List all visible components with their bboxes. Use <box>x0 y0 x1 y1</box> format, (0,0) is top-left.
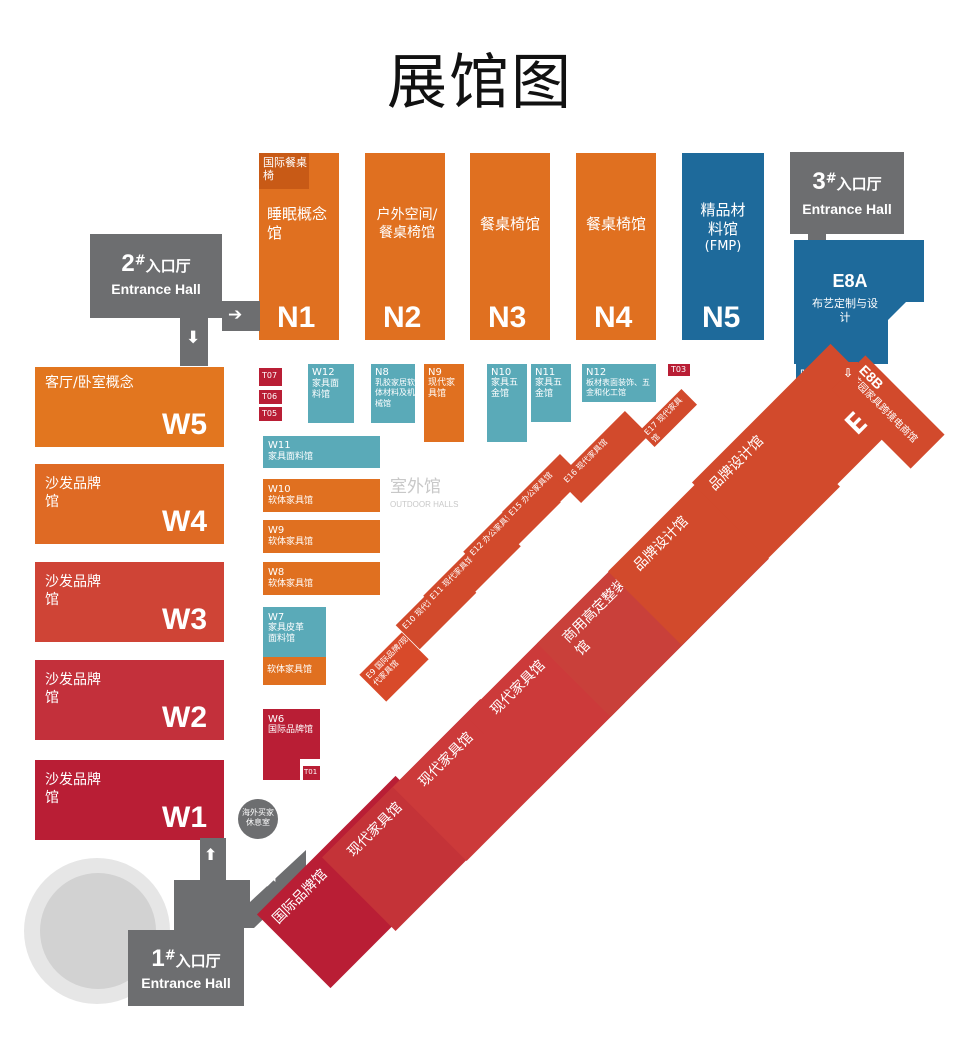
w2-code: W2 <box>162 701 207 734</box>
hall-n10[interactable]: N10 家具五金馆 <box>487 364 527 442</box>
hall-w3[interactable]: 沙发品牌馆 W3 <box>35 562 224 642</box>
n1-tag: 国际餐桌椅 <box>263 156 307 183</box>
hall-w5[interactable]: 客厅/卧室概念 W5 <box>35 367 224 447</box>
arrow-down-icon: ⬇ <box>186 328 201 348</box>
hall-w6[interactable]: W6 国际品牌馆 T01 <box>263 709 320 780</box>
n1-tag-box <box>259 153 309 189</box>
n3-code: N3 <box>488 301 527 334</box>
n1-code: N1 <box>277 301 316 334</box>
hall-n4[interactable]: 餐桌椅馆 N4 <box>576 153 656 340</box>
entrance-1-sup: # <box>164 948 176 964</box>
w2-name: 沙发品牌馆 <box>45 672 101 706</box>
hall-n5[interactable]: 精品材料馆 (FMP) N5 <box>682 153 764 340</box>
entrance-2-stem <box>180 318 208 366</box>
hall-w10[interactable]: W10 软体家具馆 <box>263 479 380 512</box>
arrow-upright-icon: ⬈ <box>262 870 278 891</box>
n2-code: N2 <box>383 301 422 334</box>
w3-name: 沙发品牌馆 <box>45 574 101 608</box>
w4-name: 沙发品牌馆 <box>45 476 101 510</box>
page-title: 展馆图 <box>387 48 573 118</box>
hall-n8[interactable]: N8 乳胶家居软体材料及机械馆 <box>371 364 415 423</box>
entrance-3-en: Entrance Hall <box>802 201 892 217</box>
hall-w12[interactable]: W12 家具面料馆 <box>308 364 354 423</box>
n4-name: 餐桌椅馆 <box>585 215 646 233</box>
n5-sub: (FMP) <box>704 239 742 254</box>
e8a-code: E8A <box>832 271 868 291</box>
entrance-2-connector <box>222 301 260 331</box>
booth-t05[interactable]: T05 <box>259 407 282 421</box>
booth-t07[interactable]: T07 <box>259 368 282 386</box>
arrow-right-icon: ➔ <box>228 305 243 325</box>
n5-code: N5 <box>702 301 741 334</box>
entrance-3-hall[interactable] <box>790 152 904 234</box>
w3-code: W3 <box>162 603 207 636</box>
hall-e16[interactable]: E16 现代家具馆 <box>557 411 649 503</box>
arrow-down-icon: ⇩ <box>843 366 854 380</box>
entrance-1-cn: 入口厅 <box>175 952 221 970</box>
outdoor-label-cn: 室外馆 <box>390 477 441 497</box>
e8b-connector <box>842 362 858 390</box>
entrance-2-num: 2 <box>121 250 135 277</box>
w1-code: W1 <box>162 801 207 834</box>
w5-code: W5 <box>162 408 207 441</box>
entrance-2-en: Entrance Hall <box>111 281 201 297</box>
e8a-name: 布艺定制与设计 <box>812 297 878 324</box>
w4-code: W4 <box>162 505 207 538</box>
hall-w1[interactable]: 沙发品牌馆 W1 <box>35 760 224 840</box>
hall-n12[interactable]: N12 板材表面装饰、五金和化工馆 <box>582 364 656 402</box>
hall-w7[interactable]: W7 家具皮革面料馆 <box>263 607 326 657</box>
n1-name: 睡眠概念馆 <box>267 205 328 242</box>
entrance-2-sup: # <box>134 253 146 269</box>
entrance-3-cn: 入口厅 <box>836 175 882 193</box>
hall-w7-soft[interactable]: 软体家具馆 <box>263 657 326 685</box>
hall-w4[interactable]: 沙发品牌馆 W4 <box>35 464 224 544</box>
w5-name: 客厅/卧室概念 <box>45 375 134 391</box>
booth-t06[interactable]: T06 <box>259 390 282 404</box>
entrance-1-hall[interactable] <box>128 838 308 1006</box>
booth-t03[interactable]: T03 <box>668 364 690 376</box>
n3-name: 餐桌椅馆 <box>479 215 540 233</box>
hall-n9[interactable]: N9 现代家具馆 <box>424 364 464 442</box>
entrance-1-num: 1 <box>151 945 165 972</box>
entrance-1-en: Entrance Hall <box>141 975 231 991</box>
hall-e8a[interactable] <box>788 240 930 366</box>
entrance-3-num: 3 <box>812 168 826 195</box>
lounge-label: 海外买家休息室 <box>242 808 274 827</box>
booth-t01[interactable]: T01 <box>303 766 320 780</box>
hall-w11[interactable]: W11 家具面料馆 <box>263 436 380 468</box>
entrance-2-hall[interactable] <box>90 234 222 318</box>
overseas-buyer-lounge[interactable] <box>238 799 278 839</box>
w1-name: 沙发品牌馆 <box>45 772 101 806</box>
n5-name: 精品材料馆 <box>700 201 746 238</box>
outdoor-label-en: OUTDOOR HALLS <box>390 500 459 509</box>
n4-code: N4 <box>594 301 633 334</box>
hall-n2[interactable]: 户外空间/餐桌椅馆 N2 <box>365 153 445 340</box>
entrance-3-sup: # <box>825 171 837 187</box>
hall-n11[interactable]: N11 家具五金馆 <box>531 364 571 422</box>
n2-name: 户外空间/餐桌椅馆 <box>376 207 438 241</box>
hall-w9[interactable]: W9 软体家具馆 <box>263 520 380 553</box>
hall-w2[interactable]: 沙发品牌馆 W2 <box>35 660 224 740</box>
arrow-up-icon: ⬆ <box>204 845 218 864</box>
hall-n1[interactable]: 国际餐桌椅 睡眠概念馆 N1 <box>259 153 339 340</box>
entrance-2-cn: 入口厅 <box>145 257 191 275</box>
hall-w8[interactable]: W8 软体家具馆 <box>263 562 380 595</box>
hall-n3[interactable]: 餐桌椅馆 N3 <box>470 153 550 340</box>
arrow-left-icon: ⇦ <box>768 316 780 332</box>
